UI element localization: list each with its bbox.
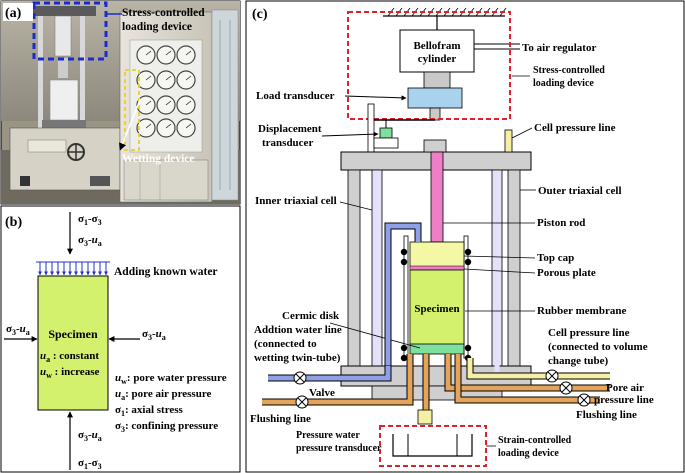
uw-increase: uw : increase [40,366,99,380]
panel-a: (a) Stress-controlled loading device Wet… [0,0,241,205]
adding-water-label: Adding known water [114,266,218,278]
stress-device-label-1: Stress-controlled [122,7,205,19]
porous-plate-label: Porous plate [537,267,596,279]
flushing-left-label: Flushing line [250,413,311,425]
pore-air-label-2: pressure line [594,394,654,406]
panel-c-letter: (c) [252,7,268,22]
o-ring [400,344,408,352]
air-regulator-label: To air regulator [522,42,596,54]
panel-b-letter: (b) [5,215,22,230]
inner-cell-label: Inner triaxial cell [255,195,337,207]
o-ring [464,258,472,266]
addition-water-line [385,223,421,368]
o-ring [400,248,408,256]
displacement-transducer [379,127,393,139]
displacement-label-2: transducer [262,137,313,149]
piston-rod-label: Piston rod [537,217,585,229]
strain-controlled-label-1: Strain-controlled [498,435,572,446]
o-rings [400,248,472,362]
pore-air-label-1: Pore air [606,382,644,394]
triaxial-cell-photo [49,79,79,121]
top-stress-2: σ3-ua [78,234,102,248]
bellofram-label-2: cylinder [418,53,457,65]
o-ring [400,354,408,362]
cell-pressure-right-3: change tube) [548,355,609,367]
o-ring [464,248,472,256]
piston-rod [430,151,444,243]
o-ring [464,344,472,352]
pressure-water-label-2: pressure transducer [296,443,382,454]
ceramic-disk [409,343,465,355]
pressure-water-label-1: Pressure water [296,430,360,441]
addition-water-label-2: (connected to [254,338,317,350]
cell-pressure-right-1: Cell pressure line [548,327,630,339]
bellofram-label-1: Bellofram [413,40,460,52]
wetting-device-label: Wetting device [122,153,195,165]
outer-cell-label: Outer triaxial cell [538,185,622,197]
valves [293,369,591,409]
displacement-label-1: Displacement [258,123,322,135]
right-stress: σ3-ua [142,328,166,342]
left-stress: σ3-ua [6,323,30,337]
legend-sigma3: σ3: confining pressure [115,420,218,434]
ua-constant: ua : constant [40,350,99,364]
top-stress-1: σ1-σ3 [78,213,102,227]
specimen-b [37,275,109,411]
cell-pressure-line [467,358,610,379]
adding-water-arrows [36,261,110,276]
cell-pressure-top-label: Cell pressure line [534,122,616,134]
flushing-right-label: Flushing line [576,409,637,421]
specimen-b-label: Specimen [48,327,98,341]
porous-plate [409,265,465,271]
flushing-line-left [262,354,413,405]
load-transducer-label: Load transducer [256,90,335,102]
top-cap-label: Top cap [537,252,574,264]
stress-controlled-label-1: Stress-controlled [533,65,605,76]
legend-ua: ua: pore air pressure [115,388,212,402]
load-transducer [407,87,463,109]
pore-air-line [445,354,610,391]
strain-controlled-box [379,425,487,467]
o-ring [400,258,408,266]
stress-controlled-label-2: loading device [533,78,594,89]
addition-water-label-1: Addtion water line [254,324,342,336]
rubber-membrane-label: Rubber membrane [537,305,626,317]
panel-b: (b) σ1-σ3 σ3-ua Adding known water Speci… [0,205,241,473]
top-cap [409,241,465,269]
legend-uw: uw: pore water pressure [115,372,227,386]
pressure-water-transducer [417,409,433,425]
bottom-stress-1: σ3-ua [78,429,102,443]
wetting-device-highlight [124,69,140,151]
specimen-c-label: Specimen [414,303,459,315]
flushing-line-right [455,354,600,403]
addition-water-label-3: wetting twin-tube) [254,352,341,364]
stress-controlled-box [347,11,511,120]
bellofram-cylinder [399,29,475,73]
gauge-array [136,45,196,138]
valve-label: Valve [309,387,335,399]
ceramic-disk-label: Cermic disk [282,310,340,322]
frame-crosshead [22,6,96,16]
bottom-stress-2: σ1-σ3 [78,457,102,471]
panel-a-letter: (a) [5,6,22,21]
panel-c: (c) Bellofram cylinder To air regulator … [245,0,685,473]
cell-pressure-right-2: (connected to volume [548,341,648,353]
stress-device-highlight [32,1,108,61]
legend-sigma1: σ1: axial stress [115,404,184,418]
strain-controlled-label-2: loading device [498,448,559,459]
stress-device-label-2: loading device [122,21,192,33]
